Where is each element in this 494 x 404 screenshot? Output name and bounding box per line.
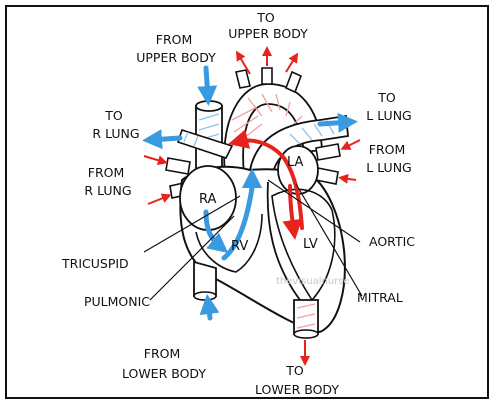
watermark: thevisualnurse (276, 276, 350, 287)
label-mitral: MITRAL (357, 290, 403, 305)
label-to-lower-body: TO LOWER BODY (255, 363, 339, 397)
label-from-l-lung: FROM L LUNG (366, 142, 411, 175)
label-to-r-lung: TO R LUNG (92, 108, 139, 141)
label-aortic: AORTIC (369, 234, 415, 249)
label-from-r-lung: FROM R LUNG (84, 165, 131, 198)
descending-aorta (294, 300, 318, 338)
label-to-l-lung: TO L LUNG (366, 90, 411, 123)
label-tricuspid: TRICUSPID (61, 256, 129, 271)
chamber-label-ra: RA (199, 192, 217, 207)
label-from-upper-body: FROM UPPER BODY (136, 32, 216, 65)
chamber-label-la: LA (287, 155, 304, 170)
label-from-lower-body: FROM LOWER BODY (122, 346, 206, 381)
label-pulmonic: PULMONIC (84, 294, 150, 309)
label-to-upper-body: TO UPPER BODY (228, 10, 308, 41)
left-pulmonary-veins (316, 144, 340, 184)
inferior-vena-cava (194, 262, 216, 300)
chamber-label-rv: RV (231, 239, 248, 254)
chamber-label-lv: LV (303, 237, 318, 252)
